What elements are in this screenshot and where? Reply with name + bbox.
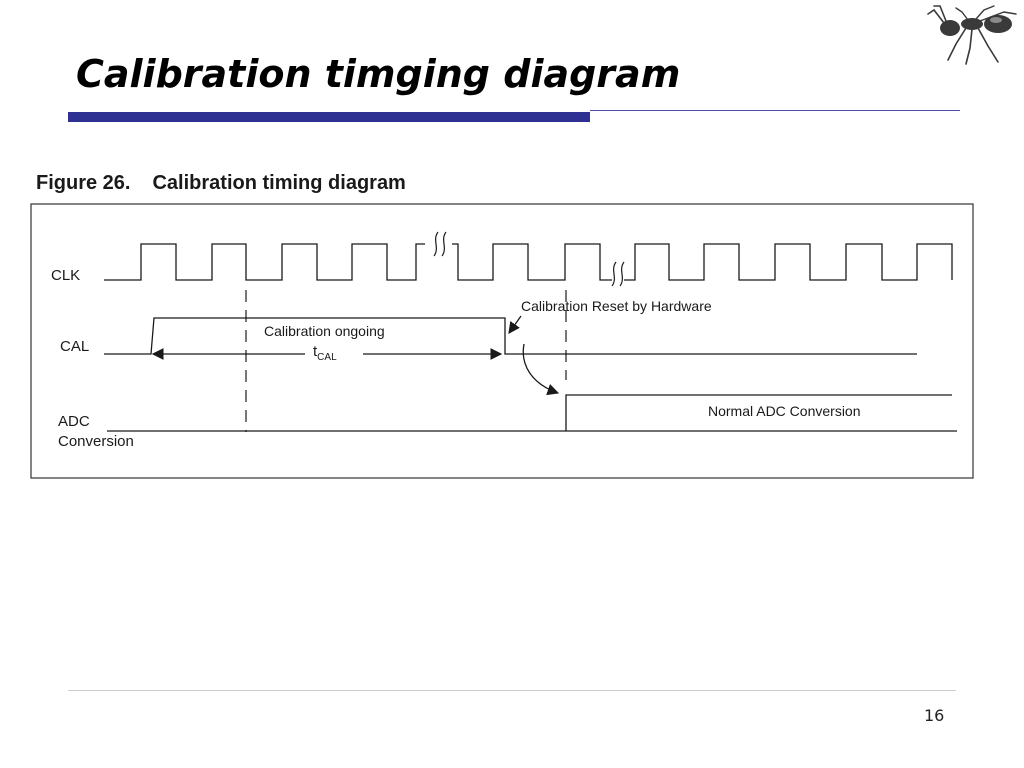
tcal-subscript: CAL: [317, 352, 337, 363]
figure-caption: Figure 26. Calibration timing diagram: [36, 172, 406, 195]
clk-break-mark-1: [433, 231, 447, 257]
calibration-ongoing-label: Calibration ongoing: [264, 323, 385, 339]
clk-break-mark-2: [611, 261, 625, 287]
footer-rule: [68, 690, 956, 691]
reset-to-adc-curved-arrow: [522, 343, 560, 396]
adc-label: ADC: [58, 413, 90, 430]
calibration-reset-label: Calibration Reset by Hardware: [521, 298, 712, 314]
figure-title: Calibration timing diagram: [152, 172, 406, 194]
reset-pointer-arrow: [508, 315, 522, 334]
title-underline-rule: [590, 110, 960, 111]
tcal-main: t: [313, 343, 318, 360]
tcal-label: tCAL: [313, 343, 337, 363]
clk-waveform: [104, 243, 953, 281]
title-underline-bar: [68, 112, 590, 122]
cal-waveform: [104, 317, 917, 355]
normal-adc-conversion-label: Normal ADC Conversion: [708, 403, 861, 419]
adc-conversion-label: Conversion: [58, 433, 134, 450]
adc-waveform: [107, 394, 957, 432]
page-number: 16: [924, 706, 945, 725]
figure-frame: [30, 203, 974, 479]
figure-number: Figure 26.: [36, 172, 131, 194]
ant-icon: [927, 5, 1017, 65]
cal-label: CAL: [60, 338, 89, 355]
slide-title: Calibration timging diagram: [76, 52, 681, 96]
clk-label: CLK: [51, 267, 80, 284]
